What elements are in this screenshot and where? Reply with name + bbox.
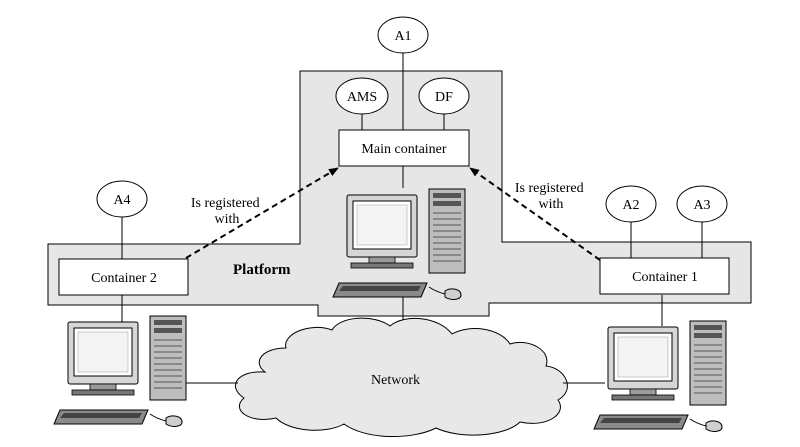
agent-a2-label: A2 (622, 198, 639, 213)
agent-a2: A2 (605, 185, 657, 223)
container-1-label: Container 1 (632, 270, 698, 285)
container-2-label: Container 2 (91, 271, 157, 286)
platform-label: Platform (233, 262, 291, 278)
agent-a3: A3 (676, 185, 728, 223)
network-cloud-icon: Network (234, 317, 568, 438)
registration-right-line-1: Is registered (515, 181, 584, 196)
main-container-box: Main container (338, 129, 470, 167)
agent-a1: A1 (377, 16, 429, 54)
agent-a3-label: A3 (693, 198, 710, 213)
platform-region (47, 70, 752, 317)
registration-right-line-2: with (539, 197, 564, 212)
registration-label-right: Is registered with (515, 181, 587, 212)
computer-icon (593, 320, 727, 432)
registration-left-line-2: with (215, 212, 240, 227)
network-label: Network (371, 373, 420, 388)
agent-df: DF (418, 77, 470, 115)
main-container-label: Main container (361, 142, 446, 157)
agent-ams: AMS (335, 77, 389, 115)
registration-arrow-right (469, 167, 601, 261)
agent-connectors (121, 52, 703, 326)
computer-icon (53, 315, 187, 427)
agent-a1-label: A1 (394, 29, 411, 44)
agent-a4: A4 (96, 180, 148, 218)
registration-left-line-1: Is registered (191, 196, 260, 211)
agent-a4-label: A4 (113, 193, 130, 208)
registration-label-left: Is registered with (191, 196, 263, 227)
container-1-box: Container 1 (599, 257, 730, 295)
container-2-box: Container 2 (58, 258, 189, 296)
agent-df-label: DF (435, 90, 453, 105)
agent-ams-label: AMS (347, 90, 377, 105)
